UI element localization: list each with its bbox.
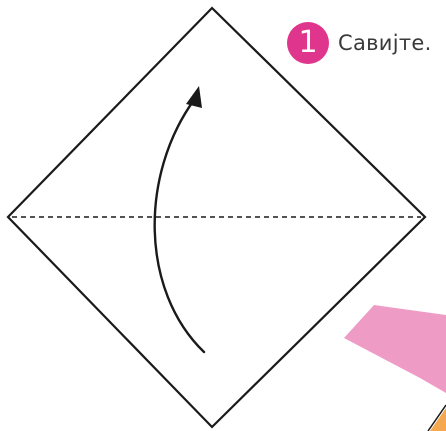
step-number-badge: 1 bbox=[287, 22, 329, 64]
step-instruction: Савијте. bbox=[338, 31, 432, 55]
step-header: 1 Савијте. bbox=[287, 22, 432, 64]
